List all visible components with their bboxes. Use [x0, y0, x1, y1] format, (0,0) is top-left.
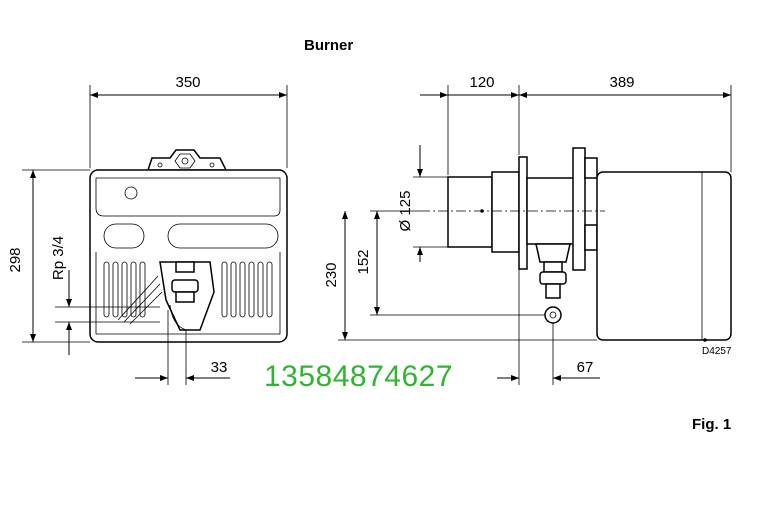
drawing-code: D4257 — [702, 346, 732, 357]
dim-front-height: 298 — [7, 247, 24, 272]
diagram-title: Burner — [304, 37, 354, 54]
dim-body-length: 389 — [609, 74, 634, 91]
figure-label: Fig. 1 — [692, 416, 732, 433]
dim-pipe-offset: 33 — [211, 359, 228, 376]
front-view — [22, 85, 288, 385]
phone-watermark: 13584874627 — [264, 360, 454, 393]
dim-connection-height: 230 — [323, 262, 340, 287]
dim-head-length: 120 — [469, 74, 494, 91]
dim-head-diameter: Ø 125 — [397, 191, 414, 232]
dim-axis-height: 152 — [355, 249, 372, 274]
dim-pipe-thread: Rp 3/4 — [50, 236, 67, 280]
side-view — [338, 85, 732, 385]
dim-front-width: 350 — [175, 74, 200, 91]
dim-connection-offset: 67 — [577, 359, 594, 376]
